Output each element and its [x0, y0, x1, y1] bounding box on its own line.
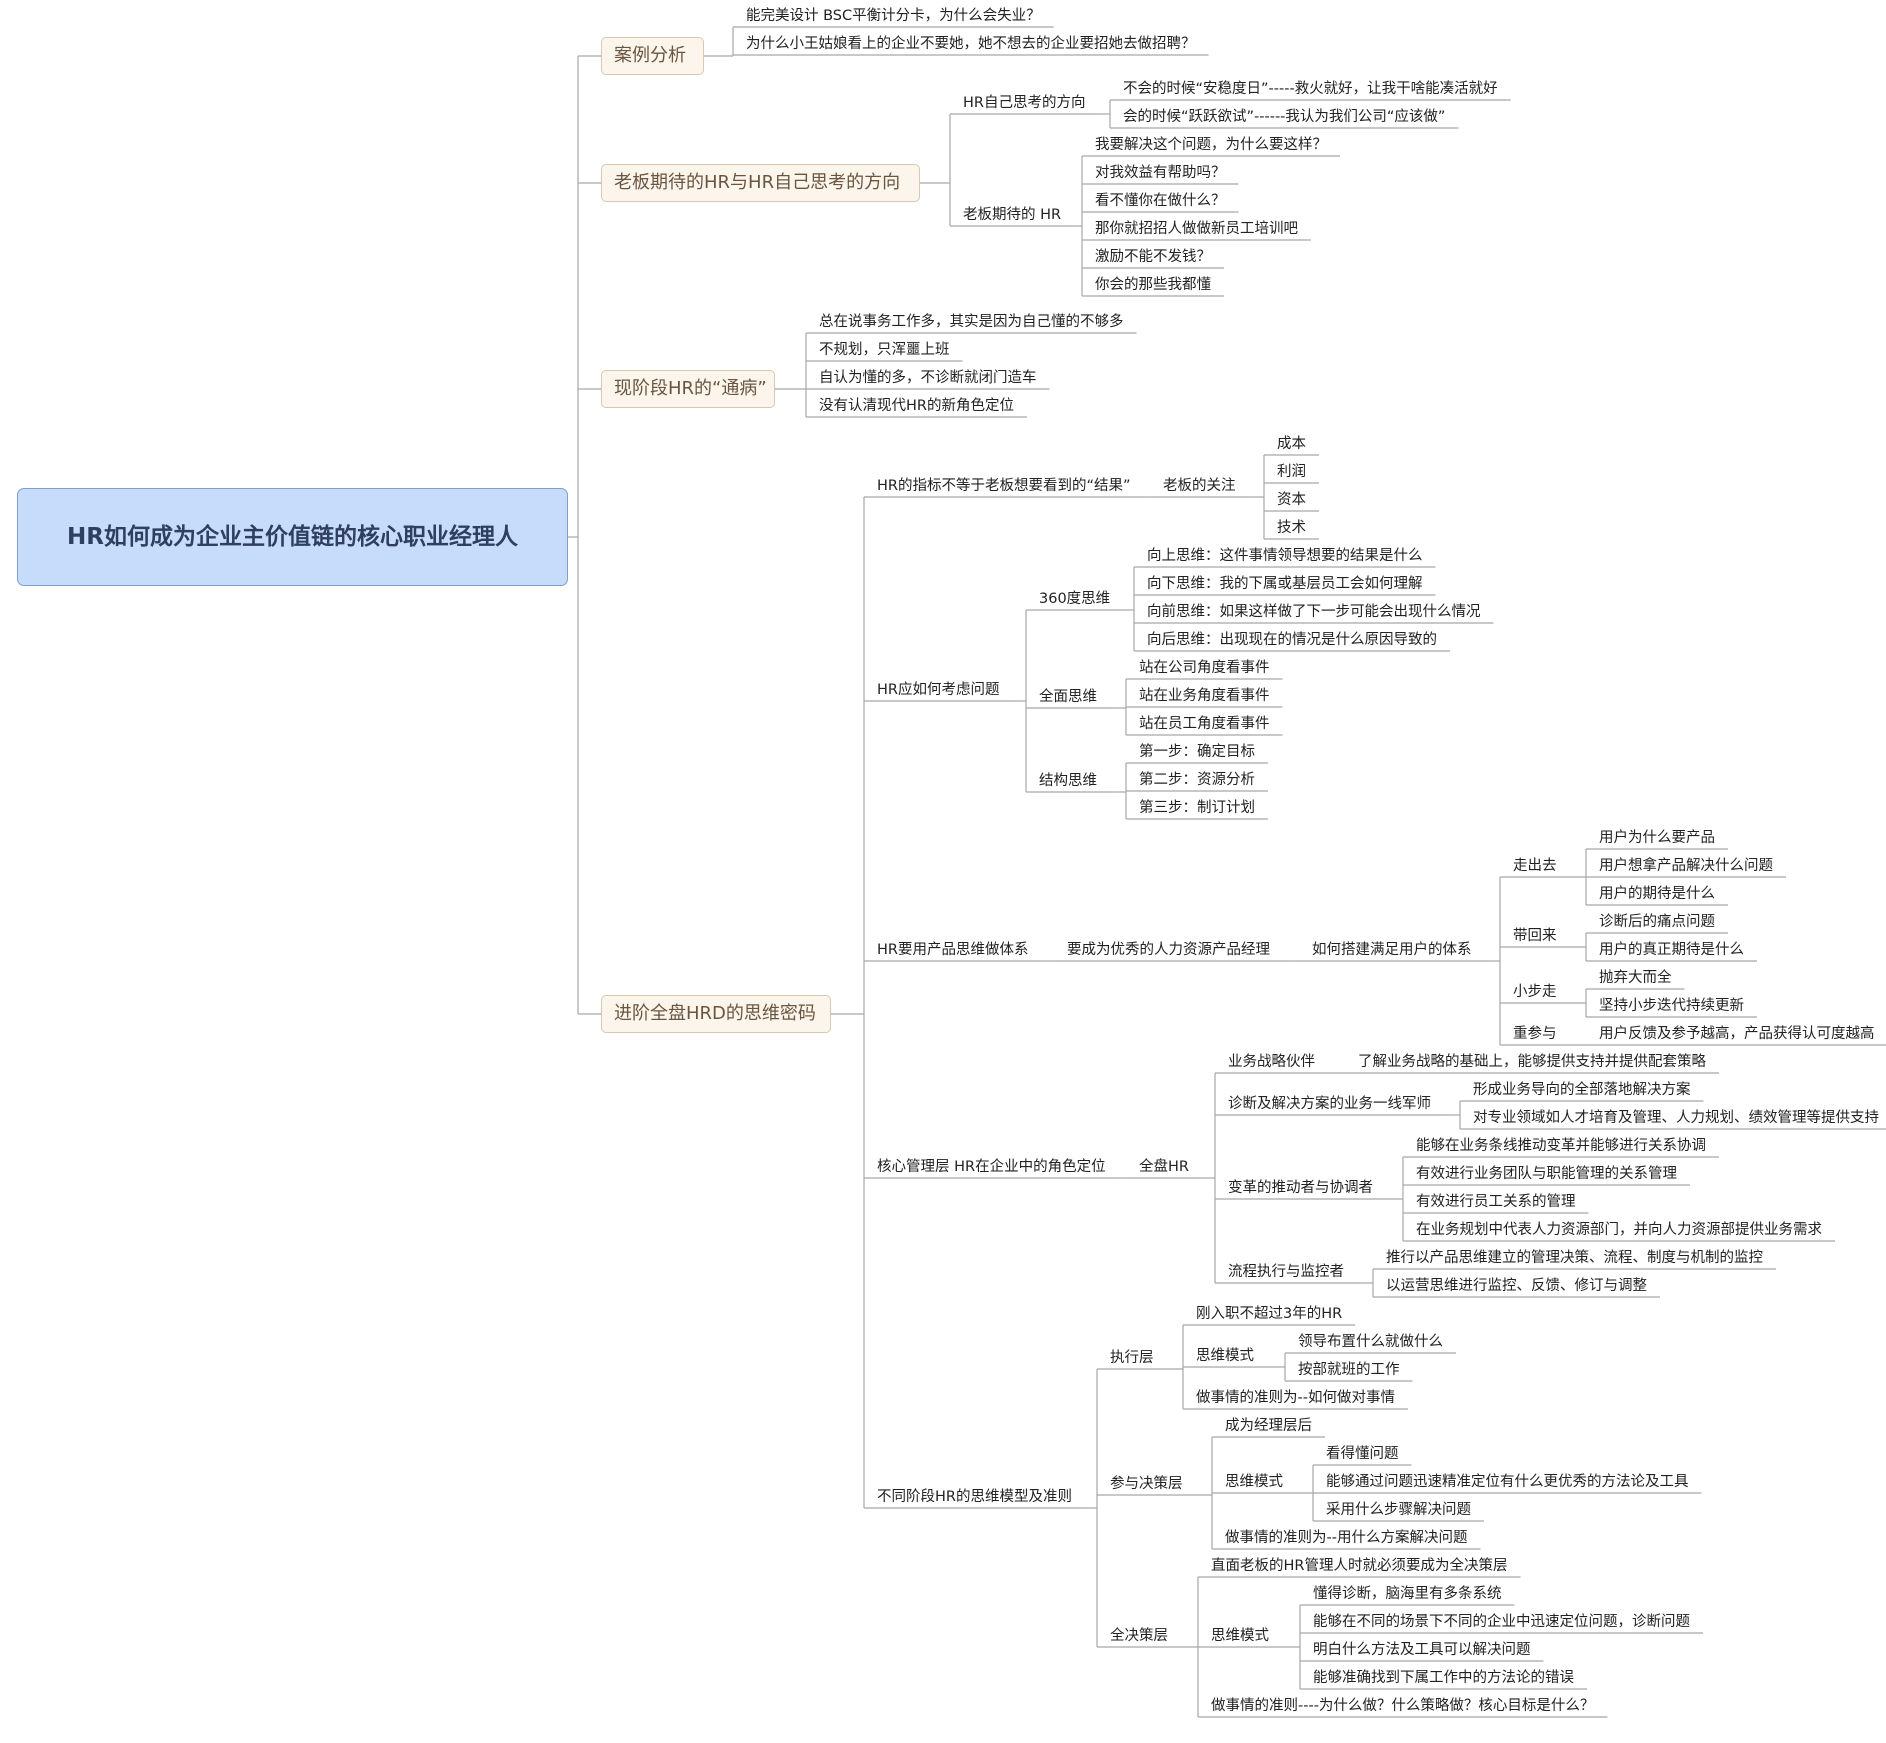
topic-node[interactable]: 重参与	[1513, 1026, 1557, 1042]
topic-node[interactable]: 我要解决这个问题，为什么要这样？	[1095, 137, 1327, 153]
topic-node[interactable]: 以运营思维进行监控、反馈、修订与调整	[1386, 1278, 1647, 1294]
topic-node[interactable]: 能完美设计 BSC平衡计分卡，为什么会失业？	[746, 8, 1041, 24]
topic-node[interactable]: 向前思维：如果这样做了下一步可能会出现什么情况	[1147, 604, 1481, 620]
topic-node[interactable]: 结构思维	[1039, 773, 1097, 789]
topic-node[interactable]: 坚持小步迭代持续更新	[1599, 998, 1744, 1014]
topic-node[interactable]: 技术	[1277, 520, 1306, 536]
topic-node[interactable]: 领导布置什么就做什么	[1298, 1334, 1443, 1350]
topic-node[interactable]: 不会的时候“安稳度日”-----救火就好，让我干啥能凑活就好	[1123, 81, 1498, 97]
topic-node[interactable]: 看不懂你在做什么？	[1095, 193, 1226, 209]
main-topic[interactable]: 现阶段HR的“通病”	[601, 370, 775, 408]
topic-node[interactable]: 资本	[1277, 492, 1306, 508]
topic-node[interactable]: 推行以产品思维建立的管理决策、流程、制度与机制的监控	[1386, 1250, 1763, 1266]
topic-node[interactable]: 向上思维：这件事情领导想要的结果是什么	[1147, 548, 1423, 564]
topic-node[interactable]: 用户的期待是什么	[1599, 886, 1715, 902]
topic-node[interactable]: 小步走	[1513, 984, 1557, 1000]
topic-node[interactable]: 诊断后的痛点问题	[1599, 914, 1715, 930]
main-topic[interactable]: 老板期待的HR与HR自己思考的方向	[601, 164, 920, 202]
topic-node[interactable]: 做事情的准则为--如何做对事情	[1196, 1390, 1395, 1406]
topic-node[interactable]: 老板的关注	[1163, 478, 1236, 494]
topic-node[interactable]: 做事情的准则为--用什么方案解决问题	[1225, 1530, 1468, 1546]
topic-node[interactable]: 用户为什么要产品	[1599, 830, 1715, 846]
topic-node[interactable]: 用户的真正期待是什么	[1599, 942, 1744, 958]
topic-node[interactable]: 在业务规划中代表人力资源部门，并向人力资源部提供业务需求	[1416, 1222, 1822, 1238]
topic-node[interactable]: 激励不能不发钱？	[1095, 249, 1211, 265]
topic-node[interactable]: 按部就班的工作	[1298, 1362, 1400, 1378]
topic-node[interactable]: 抛弃大而全	[1599, 970, 1672, 986]
topic-node[interactable]: 走出去	[1513, 858, 1557, 874]
topic-node[interactable]: 第二步：资源分析	[1139, 772, 1255, 788]
topic-node[interactable]: 为什么小王姑娘看上的企业不要她，她不想去的企业要招她去做招聘？	[746, 36, 1196, 52]
topic-node[interactable]: HR的指标不等于老板想要看到的“结果”	[877, 478, 1131, 494]
topic-node[interactable]: 参与决策层	[1110, 1476, 1183, 1492]
topic-node[interactable]: 带回来	[1513, 928, 1557, 944]
topic-node[interactable]: 站在公司角度看事件	[1139, 660, 1270, 676]
topic-node[interactable]: 如何搭建满足用户的体系	[1312, 942, 1472, 958]
topic-node[interactable]: 能够在不同的场景下不同的企业中迅速定位问题，诊断问题	[1313, 1614, 1690, 1630]
topic-node[interactable]: 全决策层	[1110, 1628, 1168, 1644]
topic-node[interactable]: 没有认清现代HR的新角色定位	[819, 398, 1014, 414]
topic-node[interactable]: 向后思维：出现现在的情况是什么原因导致的	[1147, 632, 1437, 648]
topic-node[interactable]: 你会的那些我都懂	[1095, 277, 1211, 293]
topic-node[interactable]: 懂得诊断，脑海里有多条系统	[1313, 1586, 1502, 1602]
topic-node[interactable]: 有效进行业务团队与职能管理的关系管理	[1416, 1166, 1677, 1182]
topic-node[interactable]: HR自己思考的方向	[963, 95, 1086, 111]
root-topic[interactable]: HR如何成为企业主价值链的核心职业经理人	[17, 488, 568, 586]
topic-node[interactable]: 变革的推动者与协调者	[1228, 1180, 1373, 1196]
topic-node[interactable]: 流程执行与监控者	[1228, 1264, 1344, 1280]
topic-node[interactable]: 采用什么步骤解决问题	[1326, 1502, 1471, 1518]
topic-node[interactable]: 用户想拿产品解决什么问题	[1599, 858, 1773, 874]
main-topic[interactable]: 案例分析	[601, 37, 704, 75]
topic-node[interactable]: 诊断及解决方案的业务一线军师	[1228, 1096, 1431, 1112]
topic-node[interactable]: 直面老板的HR管理人时就必须要成为全决策层	[1211, 1558, 1508, 1574]
topic-node[interactable]: 要成为优秀的人力资源产品经理	[1067, 942, 1270, 958]
topic-node[interactable]: 站在员工角度看事件	[1139, 716, 1270, 732]
topic-node[interactable]: 站在业务角度看事件	[1139, 688, 1270, 704]
topic-node[interactable]: 能够在业务条线推动变革并能够进行关系协调	[1416, 1138, 1706, 1154]
topic-node[interactable]: 用户反馈及参予越高，产品获得认可度越高	[1599, 1026, 1875, 1042]
topic-node[interactable]: 第三步：制订计划	[1139, 800, 1255, 816]
topic-node[interactable]: 执行层	[1110, 1350, 1154, 1366]
topic-node[interactable]: 对我效益有帮助吗？	[1095, 165, 1226, 181]
topic-node[interactable]: 思维模式	[1211, 1628, 1269, 1644]
topic-node[interactable]: 刚入职不超过3年的HR	[1196, 1306, 1343, 1322]
topic-node[interactable]: 第一步：确定目标	[1139, 744, 1255, 760]
topic-node[interactable]: 老板期待的 HR	[963, 207, 1062, 223]
topic-node[interactable]: 业务战略伙伴	[1228, 1054, 1315, 1070]
topic-node[interactable]: 全面思维	[1039, 689, 1097, 705]
topic-node[interactable]: 那你就招招人做做新员工培训吧	[1095, 221, 1298, 237]
topic-node[interactable]: 明白什么方法及工具可以解决问题	[1313, 1642, 1531, 1658]
topic-node[interactable]: 能够通过问题迅速精准定位有什么更优秀的方法论及工具	[1326, 1474, 1689, 1490]
topic-node[interactable]: 360度思维	[1039, 591, 1111, 607]
topic-node[interactable]: 有效进行员工关系的管理	[1416, 1194, 1576, 1210]
main-topic[interactable]: 进阶全盘HRD的思维密码	[601, 995, 831, 1033]
topic-node[interactable]: 思维模式	[1225, 1474, 1283, 1490]
topic-node[interactable]: 思维模式	[1196, 1348, 1254, 1364]
topic-node[interactable]: 成本	[1277, 436, 1306, 452]
topic-node[interactable]: 不规划，只浑噩上班	[819, 342, 950, 358]
topic-node[interactable]: 对专业领域如人才培育及管理、人力规划、绩效管理等提供支持	[1473, 1110, 1879, 1126]
topic-node[interactable]: 向下思维：我的下属或基层员工会如何理解	[1147, 576, 1423, 592]
topic-node[interactable]: 不同阶段HR的思维模型及准则	[877, 1489, 1072, 1505]
topic-node[interactable]: HR要用产品思维做体系	[877, 942, 1029, 958]
topic-node[interactable]: HR应如何考虑问题	[877, 682, 1000, 698]
topic-node[interactable]: 做事情的准则----为什么做？什么策略做？核心目标是什么？	[1211, 1698, 1595, 1714]
topic-node[interactable]: 看得懂问题	[1326, 1446, 1399, 1462]
topic-node[interactable]: 利润	[1277, 464, 1306, 480]
topic-node[interactable]: 自认为懂的多，不诊断就闭门造车	[819, 370, 1037, 386]
topic-node[interactable]: 总在说事务工作多，其实是因为自己懂的不够多	[819, 314, 1124, 330]
topic-node[interactable]: 核心管理层 HR在企业中的角色定位	[877, 1159, 1106, 1175]
topic-node[interactable]: 了解业务战略的基础上，能够提供支持并提供配套策略	[1358, 1054, 1706, 1070]
topic-node[interactable]: 会的时候“跃跃欲试”------我认为我们公司“应该做”	[1123, 109, 1446, 125]
topic-node[interactable]: 能够准确找到下属工作中的方法论的错误	[1313, 1670, 1574, 1686]
topic-node[interactable]: 全盘HR	[1139, 1159, 1189, 1175]
topic-node[interactable]: 形成业务导向的全部落地解决方案	[1473, 1082, 1691, 1098]
topic-node[interactable]: 成为经理层后	[1225, 1418, 1312, 1434]
